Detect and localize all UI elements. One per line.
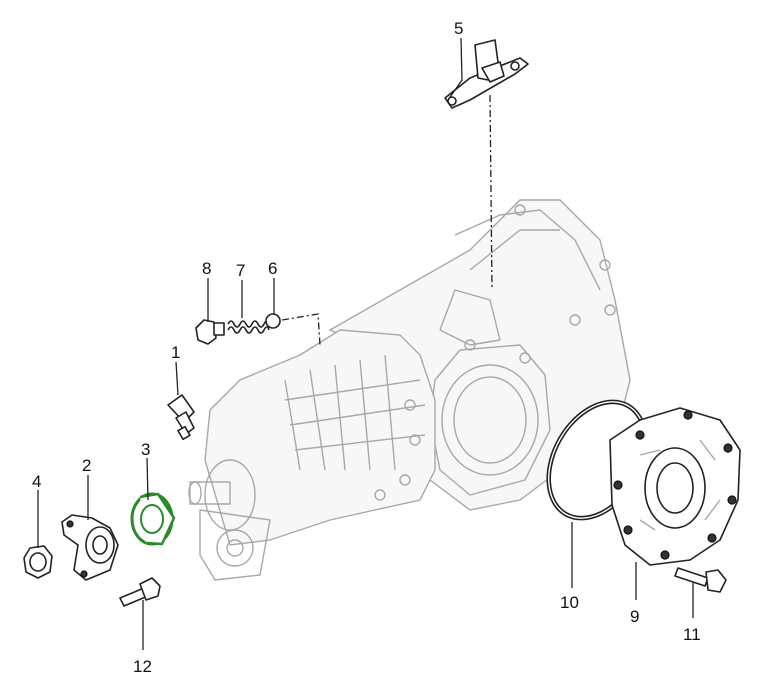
callout-9: 9	[630, 607, 639, 626]
callout-8: 8	[202, 259, 211, 278]
part-5-bracket	[444, 39, 529, 109]
part-3-seal	[130, 492, 176, 546]
part-1-switch	[167, 394, 195, 441]
part-11-bolt	[674, 567, 727, 593]
callout-2: 2	[82, 456, 91, 475]
callout-11: 11	[683, 625, 701, 644]
callout-12: 12	[133, 657, 152, 676]
part-5-install-line	[489, 94, 493, 291]
callout-1: 1	[171, 343, 180, 362]
callout-7: 7	[236, 261, 245, 280]
callout-3: 3	[141, 440, 150, 459]
part-9-cover	[609, 407, 741, 566]
transmission-housing	[188, 199, 631, 581]
part-7-spring	[227, 320, 270, 334]
callout-4: 4	[32, 472, 41, 491]
leader-lines	[37, 37, 694, 650]
part-8-plug	[195, 319, 225, 345]
part-4-nut	[23, 545, 53, 579]
callout-labels: 1 2 3 4 5 6 7 8 9 10 11 12	[32, 19, 701, 676]
part-6-ball	[265, 313, 281, 329]
callout-6: 6	[268, 259, 277, 278]
part-12-bolt	[119, 577, 161, 607]
part-2-flange	[61, 514, 119, 581]
callout-5: 5	[454, 19, 463, 38]
callout-10: 10	[560, 593, 579, 612]
part-6-install-line	[281, 313, 321, 346]
